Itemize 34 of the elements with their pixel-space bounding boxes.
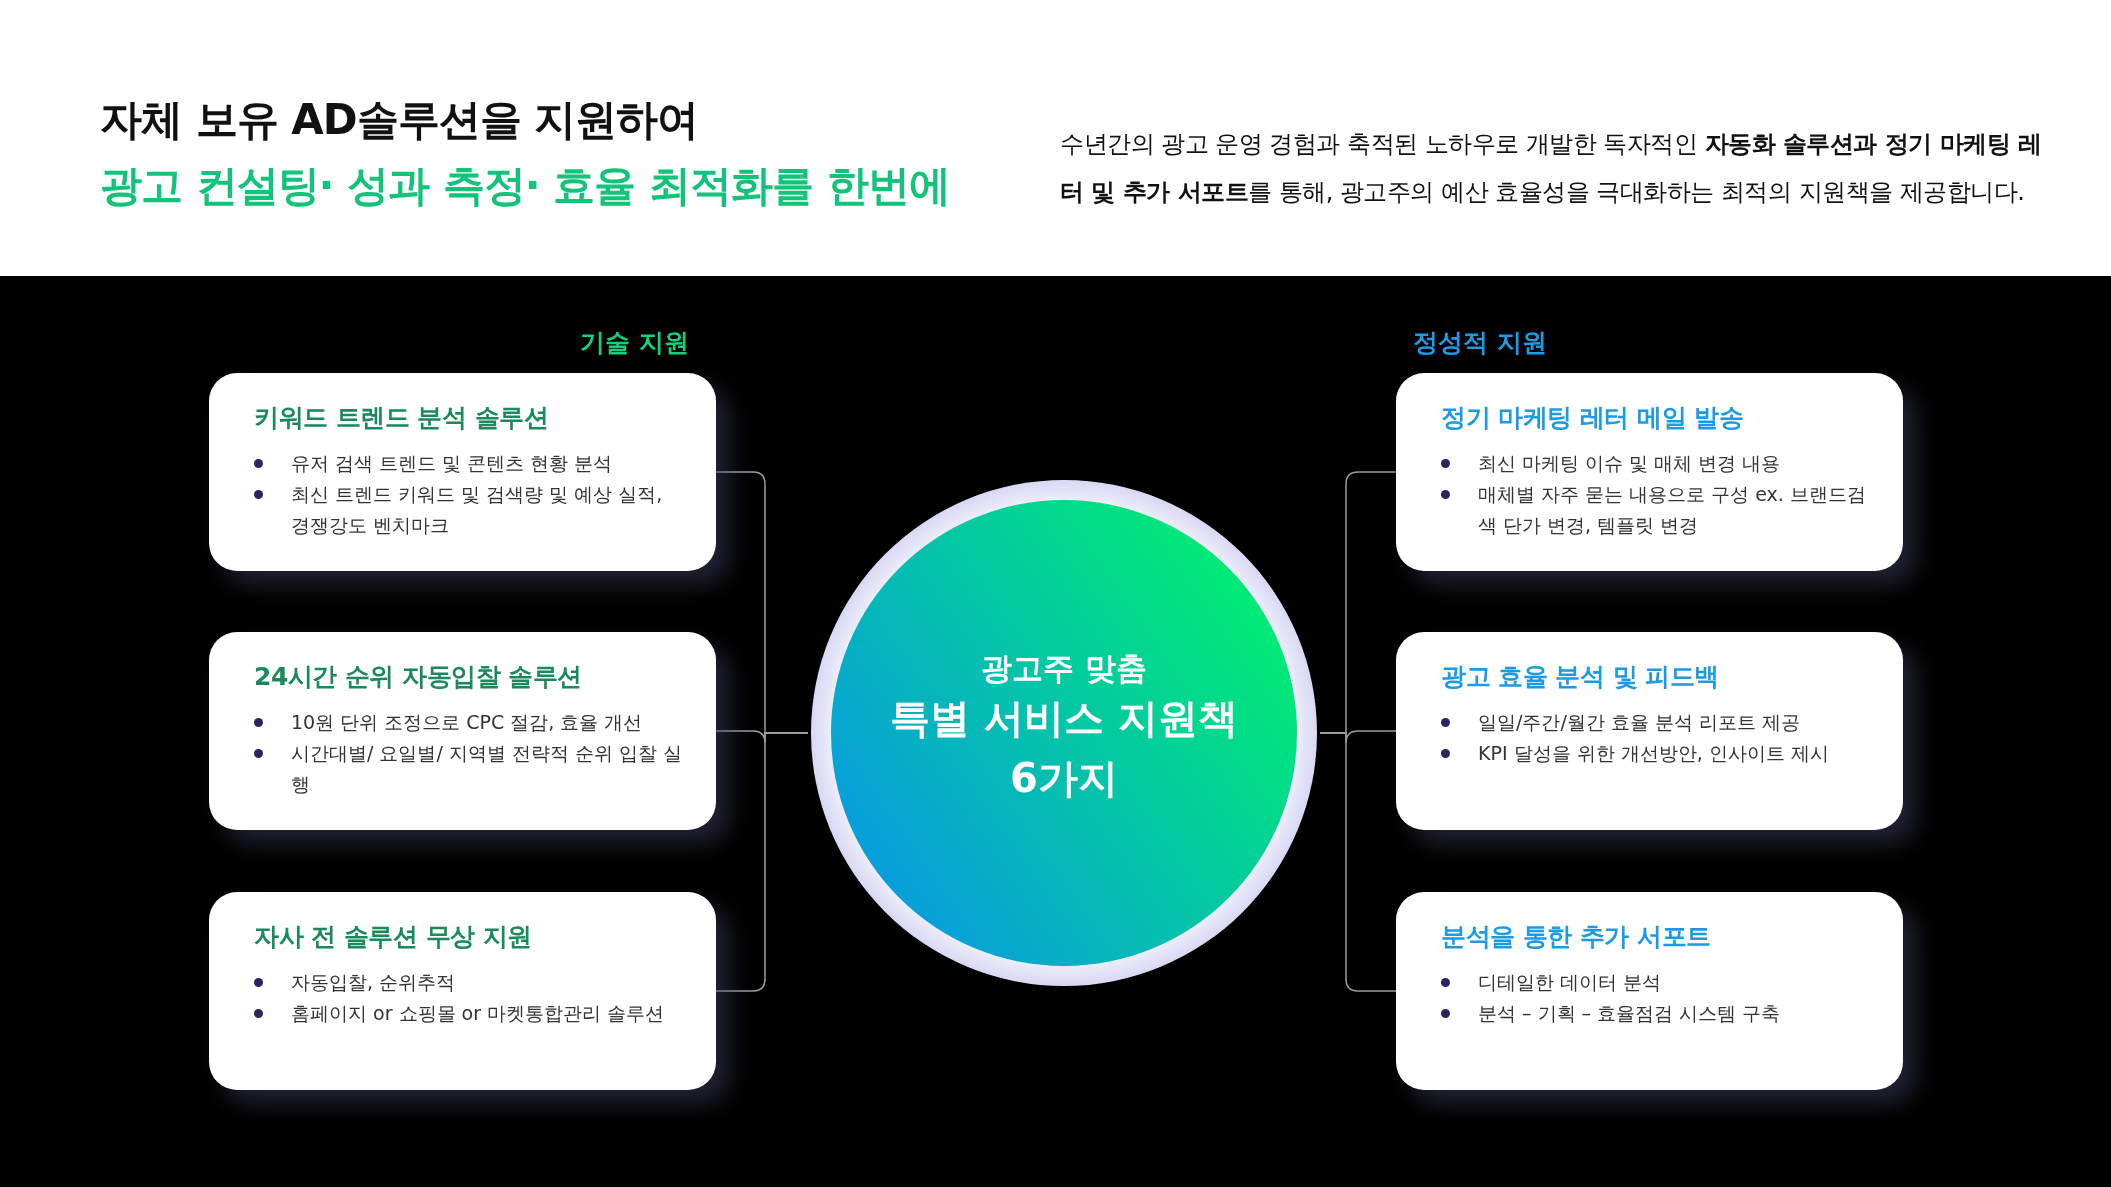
bullet-text: 시간대별/ 요일별/ 지역별 전략적 순위 입찰 실행: [291, 742, 683, 795]
circle-text: 광고주 맞춤: [980, 649, 1148, 688]
bullet-text: 매체별 자주 묻는 내용으로 구성 ex. 브랜드검색 단가 변경, 템플릿 변경: [1478, 483, 1866, 536]
info-card: [209, 632, 716, 830]
bullet-text: 최신 트렌드 키워드 및 검색량 및 예상 실적, 경쟁강도 벤치마크: [291, 483, 663, 536]
bullet-text: 최신 마케팅 이슈 및 매체 변경 내용: [1478, 452, 1781, 474]
bullet-text: KPI 달성을 위한 개선방안, 인사이트 제시: [1478, 742, 1829, 764]
card-heading: 24시간 순위 자동입찰 솔루션: [254, 661, 583, 693]
bullet-text: 홈페이지 or 쇼핑몰 or 마켓통합관리 솔루션: [291, 1002, 665, 1024]
bullet-text: 일일/주간/월간 효율 분석 리포트 제공: [1478, 711, 1800, 733]
subtitle: 광고 컨설팅· 성과 측정· 효율 최적화를 한번에: [100, 160, 950, 212]
bullet-text: 자동입찰, 순위추적: [291, 971, 456, 993]
card-heading: 키워드 트렌드 분석 솔루션: [254, 402, 550, 434]
connector-line: [715, 732, 809, 992]
title: 자체 보유 AD솔루션을 지원하여: [100, 94, 699, 146]
bullet-text: 10원 단위 조정으로 CPC 절감, 효율 개선: [291, 711, 643, 733]
info-card: [1396, 373, 1903, 571]
info-card: [1396, 632, 1903, 830]
card-heading: 자사 전 솔루션 무상 지원: [254, 921, 533, 953]
bullet-text: 분석 – 기획 – 효율점검 시스템 구축: [1478, 1002, 1781, 1024]
card-heading: 분석을 통한 추가 서포트: [1441, 921, 1712, 953]
info-card: [1396, 892, 1903, 1090]
info-card: [209, 892, 716, 1090]
bullet-text: 유저 검색 트렌드 및 콘텐츠 현황 분석: [291, 452, 613, 474]
connector-line: [1319, 732, 1397, 992]
circle-text: 특별 서비스 지원책 6가지: [889, 694, 1239, 803]
card-heading: 정기 마케팅 레터 메일 발송: [1441, 402, 1745, 434]
card-heading: 광고 효율 분석 및 피드백: [1441, 661, 1720, 693]
intro-paragraph: 수년간의 광고 운영 경험과 축적된 노하우로 개발한 독자적인 자동화 솔루션과 정기 마케팅 레터 및 추가 서포트를 통해, 광고주의 예산 효율성을 극대화하는 최적의 지원책을 제공합니다.: [1060, 129, 2043, 208]
section-label: 기술 지원: [580, 327, 689, 359]
bullet-text: 디테일한 데이터 분석: [1478, 971, 1662, 993]
center-circle: [810, 479, 1318, 987]
section-label: 정성적 지원: [1413, 327, 1547, 359]
info-card: [209, 373, 716, 571]
